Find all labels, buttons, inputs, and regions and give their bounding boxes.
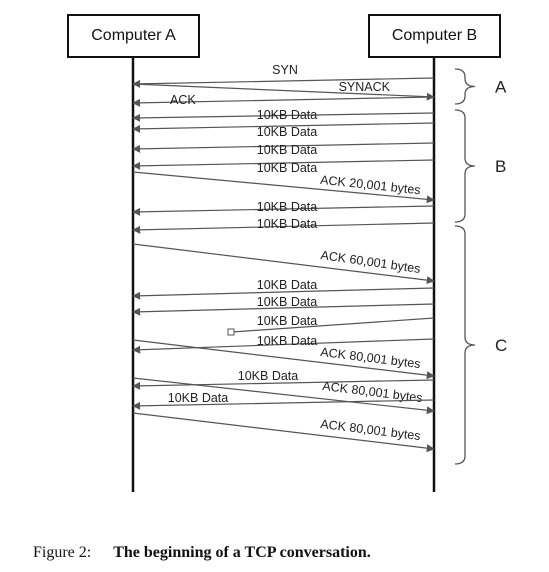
phase-c-brace: [454, 225, 476, 465]
caption-text: The beginning of a TCP conversation.: [113, 544, 371, 561]
computer-b-label: Computer B: [391, 27, 478, 44]
message-label: 10KB Data: [257, 143, 318, 157]
message-arrow: [132, 77, 435, 88]
phase-a-brace: [454, 68, 476, 105]
sequence-diagram: SYN SYNACK ACK 10KB Data 10KB Data 10KB Data 1…: [131, 58, 507, 492]
message-label: ACK 80,001 bytes: [320, 417, 422, 443]
message-label: 10KB Data: [257, 161, 318, 175]
message-arrow: [132, 112, 435, 122]
computer-a-label: Computer A: [91, 27, 176, 44]
figure-number: Figure 2:: [33, 544, 92, 561]
message-label: SYNACK: [339, 80, 391, 94]
figure-caption: Figure 2: The beginning of a TCP convers…: [33, 544, 371, 562]
computer-a-box: Computer A: [67, 14, 200, 58]
message-arrow: [231, 317, 435, 333]
message-arrow: [132, 412, 435, 453]
message-arrow: [132, 122, 435, 133]
message-arrow: [132, 243, 435, 285]
message-label: ACK: [170, 93, 196, 107]
message-arrow: [132, 399, 435, 410]
message-label: ACK 80,001 bytes: [320, 345, 422, 371]
message-label: SYN: [272, 63, 298, 77]
message-arrow: [132, 303, 435, 316]
message-arrow: [132, 159, 435, 170]
message-label: 10KB Data: [257, 278, 318, 292]
message-label: 10KB Data: [257, 108, 318, 122]
message-arrow: [132, 171, 435, 204]
message-label: 10KB Data: [257, 295, 318, 309]
message-label: 10KB Data: [257, 314, 318, 328]
lost-packet-marker: [227, 328, 235, 336]
message-arrow: [132, 287, 435, 300]
message-label: 10KB Data: [257, 200, 318, 214]
message-label: 10KB Data: [257, 334, 318, 348]
message-label: 10KB Data: [257, 125, 318, 139]
computer-b-box: Computer B: [368, 14, 501, 58]
message-label: 10KB Data: [238, 369, 299, 383]
message-arrow: [132, 205, 435, 216]
message-label: ACK 60,001 bytes: [320, 248, 422, 276]
message-arrow: [132, 339, 435, 380]
message-arrow: [132, 83, 435, 101]
message-arrow: [132, 142, 435, 153]
phase-b-label: B: [495, 157, 506, 176]
message-arrow: [132, 338, 435, 354]
phase-b-brace: [454, 109, 476, 223]
message-label: 10KB Data: [168, 391, 229, 405]
message-label: 10KB Data: [257, 217, 318, 231]
message-arrow: [132, 96, 435, 107]
phase-a-label: A: [495, 78, 507, 97]
phase-c-label: C: [495, 336, 507, 355]
message-arrow: [132, 222, 435, 234]
message-arrow: [132, 379, 435, 390]
message-arrow: [132, 377, 435, 415]
